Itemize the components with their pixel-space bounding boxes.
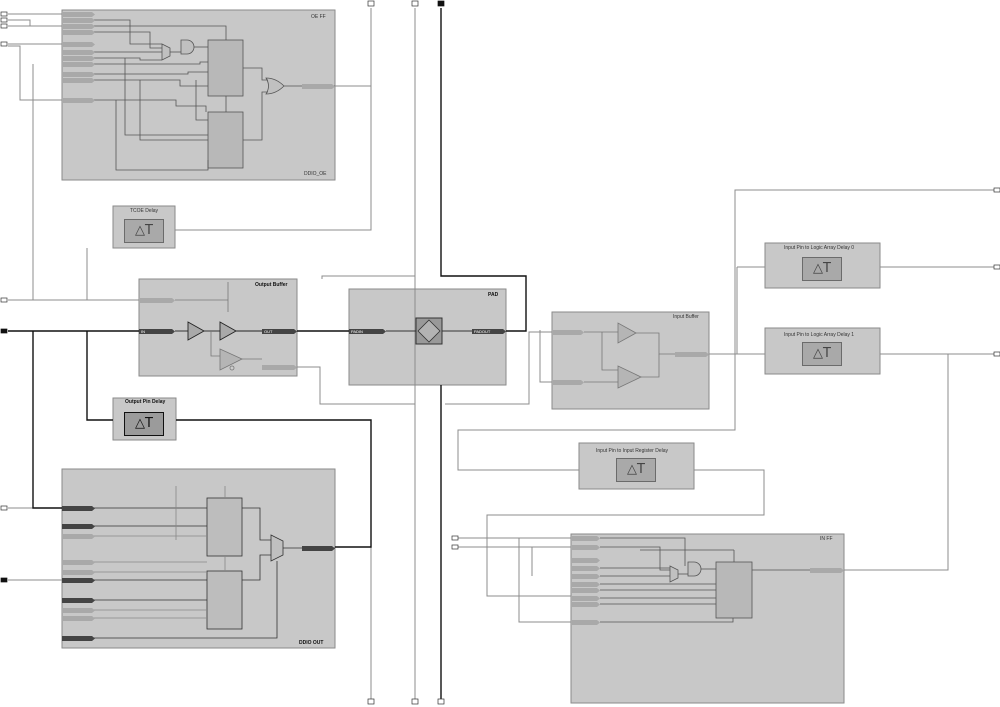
- ddio-oe-port: [62, 12, 95, 17]
- in-ff-port: [571, 588, 600, 593]
- input-register-delay-element: △T: [616, 458, 656, 482]
- ddio-out-port: [62, 578, 95, 583]
- ddio-oe-port: [62, 18, 95, 23]
- in-ff-block: [570, 533, 845, 704]
- input-logic-delay-0-title: Input Pin to Logic Array Delay 0: [784, 245, 855, 251]
- in-ff-port: [571, 596, 600, 601]
- in-ff-port: [571, 602, 600, 607]
- ddio-out-port: [62, 616, 95, 621]
- oe-ff-title: OE FF: [311, 14, 326, 20]
- in-ff-port: [571, 582, 600, 587]
- pad-padout-port: PADOUT: [472, 329, 506, 334]
- input-buffer-output-port: [675, 352, 709, 357]
- input-logic-delay-1-element: △T: [802, 342, 842, 366]
- input-buffer-port: [552, 330, 584, 335]
- output-buffer-oe-port: [139, 298, 175, 303]
- in-ff-title: IN FF: [820, 536, 833, 542]
- in-ff-port: [571, 536, 600, 541]
- input-logic-delay-0-element: △T: [802, 257, 842, 281]
- input-buffer-port: [552, 380, 584, 385]
- in-ff-output-port: [810, 568, 844, 573]
- input-buffer-block: [551, 311, 710, 410]
- ddio-oe-port: [62, 78, 95, 83]
- ddio-oe-output-port: [302, 84, 335, 89]
- input-register-delay-title: Input Pin to Input Register Delay: [596, 448, 668, 454]
- ddio-oe-port: [62, 98, 95, 103]
- ddio-out-port: [62, 598, 95, 603]
- ddio-oe-port: [62, 50, 95, 55]
- ddio-out-port: [62, 570, 95, 575]
- ddio-oe-block: [61, 9, 336, 181]
- output-pin-delay-element: △T: [124, 412, 164, 436]
- output-pin-delay-title: Output Pin Delay: [125, 399, 166, 405]
- tcoe-delay-element: △T: [124, 219, 164, 243]
- ddio-out-port: [62, 608, 95, 613]
- ddio-out-port: [62, 636, 95, 641]
- output-buffer-out-port: OUT: [262, 329, 297, 334]
- in-ff-port: [571, 620, 600, 625]
- input-buffer-title: Input Buffer: [673, 314, 699, 320]
- ddio-out-block: [61, 468, 336, 649]
- output-buffer-title: Output Buffer: [255, 282, 288, 288]
- input-logic-delay-1-title: Input Pin to Logic Array Delay 1: [784, 332, 855, 338]
- ddio-oe-port: [62, 30, 95, 35]
- in-ff-port: [571, 574, 600, 579]
- ddio-oe-port: [62, 56, 95, 61]
- ddio-oe-title: DDIO_OE: [304, 171, 327, 177]
- pad-title: PAD: [488, 292, 499, 298]
- ddio-oe-port: [62, 62, 95, 67]
- pad-padin-port: PADIN: [349, 329, 386, 334]
- ddio-out-output-port: [302, 546, 335, 551]
- ddio-out-port: [62, 506, 95, 511]
- ddio-oe-port: [62, 72, 95, 77]
- tcoe-delay-title: TCOE Delay: [130, 208, 159, 214]
- ddio-out-port: [62, 560, 95, 565]
- ddio-out-port: [62, 534, 95, 539]
- in-ff-port: [571, 545, 600, 550]
- ddio-out-title: DDIO OUT: [299, 640, 324, 646]
- output-buffer-in-port: IN: [139, 329, 175, 334]
- ddio-oe-port: [62, 24, 95, 29]
- in-ff-port: [571, 566, 600, 571]
- ddio-out-port: [62, 524, 95, 529]
- output-buffer-tri-port: [262, 365, 297, 370]
- in-ff-port: [571, 558, 600, 563]
- output-buffer-block: [138, 278, 298, 377]
- ddio-oe-port: [62, 42, 95, 47]
